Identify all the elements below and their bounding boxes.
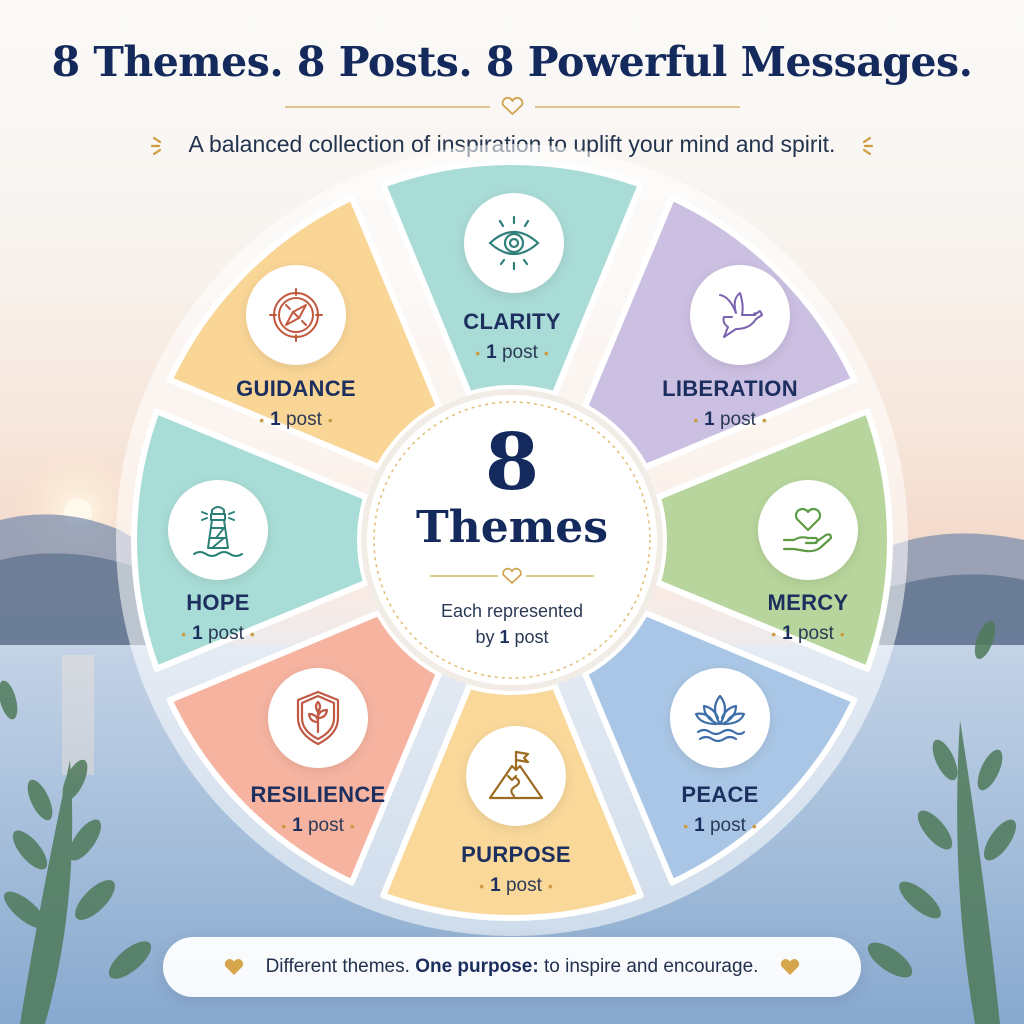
segment-count: •1 post• (259, 409, 333, 430)
segment-name: PURPOSE (461, 842, 571, 867)
sparkle-icon (862, 136, 873, 156)
resilience-icon-badge (268, 668, 368, 768)
segment-name: RESILIENCE (250, 782, 386, 807)
heart-icon (501, 96, 524, 115)
segment-name: MERCY (767, 590, 849, 615)
segment-count: •1 post• (281, 815, 355, 836)
segment-label-guidance: GUIDANCE •1 post• (196, 376, 396, 431)
segment-count: •1 post• (771, 623, 845, 644)
purpose-icon-badge (466, 726, 566, 826)
segment-count: •1 post• (479, 875, 553, 896)
segment-label-clarity: CLARITY •1 post• (412, 309, 612, 364)
compass-icon (269, 288, 323, 342)
segment-name: GUIDANCE (236, 376, 356, 401)
center-number: 8 (484, 417, 540, 508)
page-title: 8 Themes. 8 Posts. 8 Powerful Messages. (51, 38, 973, 86)
footer-banner: Different themes. One purpose: to inspir… (163, 937, 861, 997)
segment-count: •1 post• (693, 409, 767, 430)
eye-icon (488, 215, 540, 271)
heart-icon (780, 959, 799, 975)
title-divider (285, 96, 740, 115)
center-description: Each represented by 1 post (440, 601, 584, 648)
segment-count: •1 post• (683, 815, 757, 836)
heart-hand-icon (782, 507, 833, 553)
heart-icon (225, 959, 244, 975)
sparkle-icon (151, 136, 162, 156)
center-divider (430, 567, 594, 584)
liberation-icon-badge (690, 265, 790, 365)
segment-label-purpose: PURPOSE •1 post• (416, 842, 616, 897)
center-hub (361, 389, 663, 691)
dove-icon (719, 292, 763, 338)
mercy-icon-badge (758, 480, 858, 580)
clarity-icon-badge (464, 193, 564, 293)
center-dashed-ring (373, 401, 651, 679)
segment-label-liberation: LIBERATION •1 post• (630, 376, 830, 431)
lighthouse-icon (193, 506, 243, 557)
segment-count: •1 post• (181, 623, 255, 644)
segment-label-peace: PEACE •1 post• (620, 782, 820, 837)
guidance-icon-badge (246, 265, 346, 365)
mountain-flag-icon (488, 750, 544, 800)
segment-label-hope: HOPE •1 post• (118, 590, 318, 645)
peace-icon-badge (670, 668, 770, 768)
segment-name: LIBERATION (662, 376, 798, 401)
segment-label-resilience: RESILIENCE •1 post• (218, 782, 418, 837)
footer-text: Different themes. One purpose: to inspir… (265, 956, 759, 977)
shield-sprout-icon (296, 690, 340, 746)
segment-name: CLARITY (463, 309, 561, 334)
hope-icon-badge (168, 480, 268, 580)
lotus-icon (694, 694, 746, 743)
segment-name: PEACE (681, 782, 759, 807)
center-word: Themes (415, 502, 609, 553)
segment-label-mercy: MERCY •1 post• (708, 590, 908, 645)
heart-icon (502, 567, 522, 584)
segment-name: HOPE (186, 590, 250, 615)
segment-count: •1 post• (475, 342, 549, 363)
